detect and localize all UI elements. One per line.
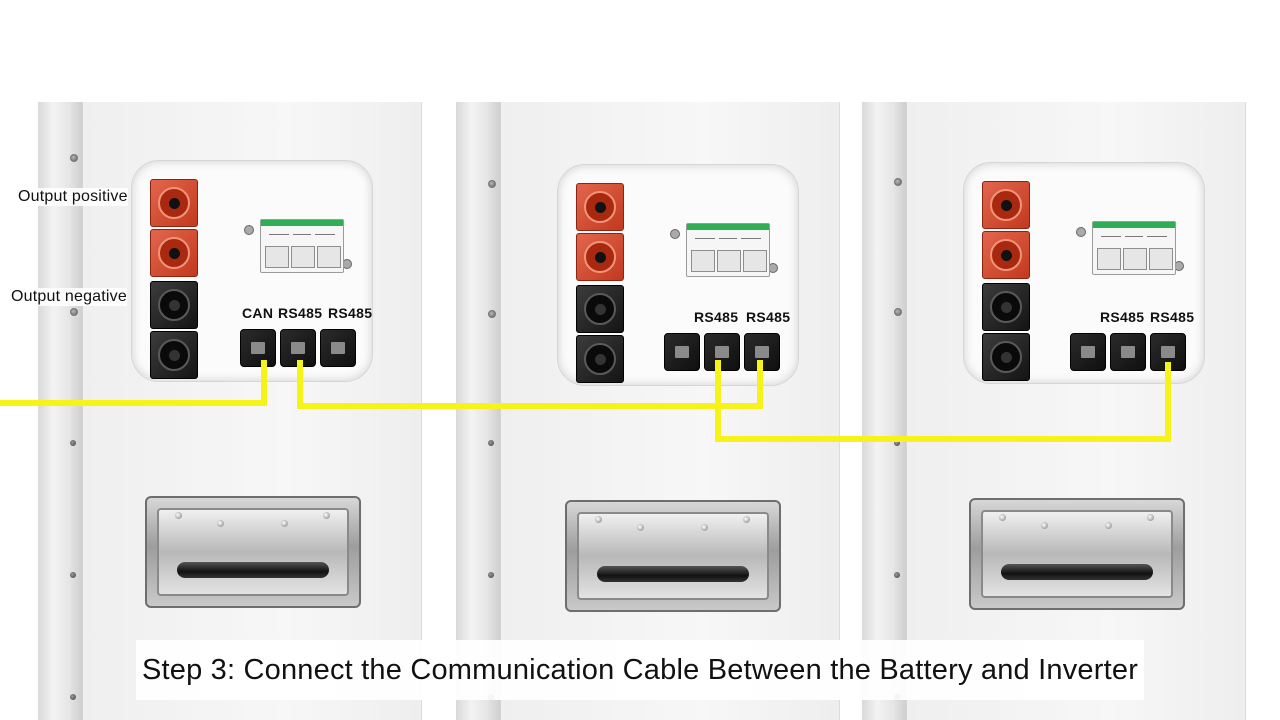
output-positive-terminal[interactable] [982, 181, 1030, 229]
battery-front-panel: RS485 RS485 [894, 102, 1246, 720]
screw-icon [488, 310, 496, 318]
rs485-cable-battery2-to-battery3 [715, 360, 1171, 442]
connector-panel: RS485 RS485 [963, 162, 1205, 384]
rs485-port[interactable] [704, 333, 740, 371]
connector-panel: RS485 RS485 [557, 164, 799, 386]
port-label-rs485: RS485 [278, 305, 323, 321]
port-label-rs485: RS485 [1150, 309, 1195, 325]
rs485-cable-battery1-to-battery2 [297, 360, 763, 409]
output-negative-terminal[interactable] [150, 281, 198, 329]
breaker-mount-screw [244, 225, 254, 235]
output-positive-terminal[interactable] [982, 231, 1030, 279]
hinge-pin [70, 440, 76, 446]
carry-handle[interactable] [145, 496, 361, 608]
hinge-pin [70, 694, 76, 700]
network-port[interactable] [1070, 333, 1106, 371]
output-negative-terminal[interactable] [982, 333, 1030, 381]
output-negative-terminal[interactable] [982, 283, 1030, 331]
output-negative-terminal[interactable] [576, 285, 624, 333]
output-negative-terminal[interactable] [150, 331, 198, 379]
step-caption: Step 3: Connect the Communication Cable … [136, 640, 1144, 700]
breaker-mount-screw [1076, 227, 1086, 237]
screw-icon [894, 178, 902, 186]
port-label-rs485: RS485 [746, 309, 791, 325]
battery-side-panel [862, 102, 907, 720]
hinge-pin [488, 572, 494, 578]
battery-front-panel: RS485 RS485 [488, 102, 840, 720]
can-cable-to-inverter [0, 360, 267, 406]
battery-front-panel: CAN RS485 RS485 [70, 102, 422, 720]
port-label-rs485: RS485 [694, 309, 739, 325]
breaker-mount-screw [670, 229, 680, 239]
connector-panel: CAN RS485 RS485 [131, 160, 373, 382]
port-label-rs485: RS485 [1100, 309, 1145, 325]
output-positive-terminal[interactable] [150, 179, 198, 227]
output-positive-label: Output positive [18, 188, 128, 206]
screw-icon [70, 308, 78, 316]
battery-unit-1: CAN RS485 RS485 [38, 102, 422, 720]
screw-icon [488, 180, 496, 188]
carry-handle[interactable] [565, 500, 781, 612]
network-port[interactable] [664, 333, 700, 371]
circuit-breaker[interactable] [686, 223, 770, 277]
can-port[interactable] [240, 329, 276, 367]
battery-unit-3: RS485 RS485 [862, 102, 1246, 720]
rs485-port[interactable] [1150, 333, 1186, 371]
hinge-pin [894, 440, 900, 446]
handle-grip[interactable] [1001, 564, 1153, 580]
hinge-pin [70, 572, 76, 578]
handle-grip[interactable] [597, 566, 749, 582]
screw-icon [894, 308, 902, 316]
rs485-port[interactable] [320, 329, 356, 367]
output-positive-terminal[interactable] [576, 233, 624, 281]
output-negative-terminal[interactable] [576, 335, 624, 383]
hinge-pin [894, 572, 900, 578]
hinge-pin [488, 440, 494, 446]
rs485-port[interactable] [1110, 333, 1146, 371]
battery-side-panel [456, 102, 501, 720]
output-negative-label: Output negative [11, 288, 127, 306]
battery-unit-2: RS485 RS485 [456, 102, 840, 720]
output-positive-terminal[interactable] [576, 183, 624, 231]
circuit-breaker[interactable] [1092, 221, 1176, 275]
screw-icon [70, 154, 78, 162]
circuit-breaker[interactable] [260, 219, 344, 273]
port-label-can: CAN [242, 305, 274, 321]
output-positive-terminal[interactable] [150, 229, 198, 277]
carry-handle[interactable] [969, 498, 1185, 610]
handle-grip[interactable] [177, 562, 329, 578]
port-label-rs485: RS485 [328, 305, 373, 321]
